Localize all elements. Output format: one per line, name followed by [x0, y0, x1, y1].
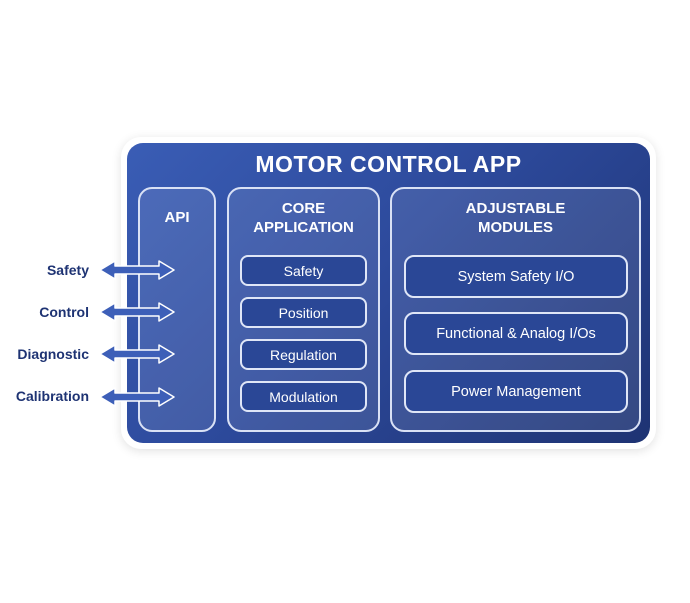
core-module-safety: Safety — [240, 255, 367, 286]
double-arrow-icon — [99, 344, 175, 364]
interface-label-control: Control — [39, 304, 89, 320]
core-module-modulation: Modulation — [240, 381, 367, 412]
interface-label-diagnostic: Diagnostic — [17, 346, 89, 362]
interface-label-calibration: Calibration — [15, 388, 89, 404]
core-module-position: Position — [240, 297, 367, 328]
interface-label-safety: Safety — [46, 262, 89, 278]
double-arrow-icon — [99, 387, 175, 407]
adjustable-module-system-safety-io: System Safety I/O — [404, 255, 628, 298]
diagram-title: MOTOR CONTROL APP — [255, 151, 522, 177]
adjustable-module-power-management: Power Management — [404, 370, 628, 413]
adjustable-panel-title-line1: ADJUSTABLE — [465, 200, 566, 217]
adjustable-panel-title-line2: MODULES — [478, 219, 553, 236]
api-panel-title: API — [164, 209, 190, 226]
double-arrow-icon — [99, 302, 175, 322]
core-panel-title-line1: CORE — [281, 200, 326, 217]
core-panel-title-line2: APPLICATION — [253, 219, 354, 236]
adjustable-module-functional-analog-ios: Functional & Analog I/Os — [404, 312, 628, 355]
core-module-regulation: Regulation — [240, 339, 367, 370]
double-arrow-icon — [99, 260, 175, 280]
api-panel: API — [138, 187, 216, 432]
